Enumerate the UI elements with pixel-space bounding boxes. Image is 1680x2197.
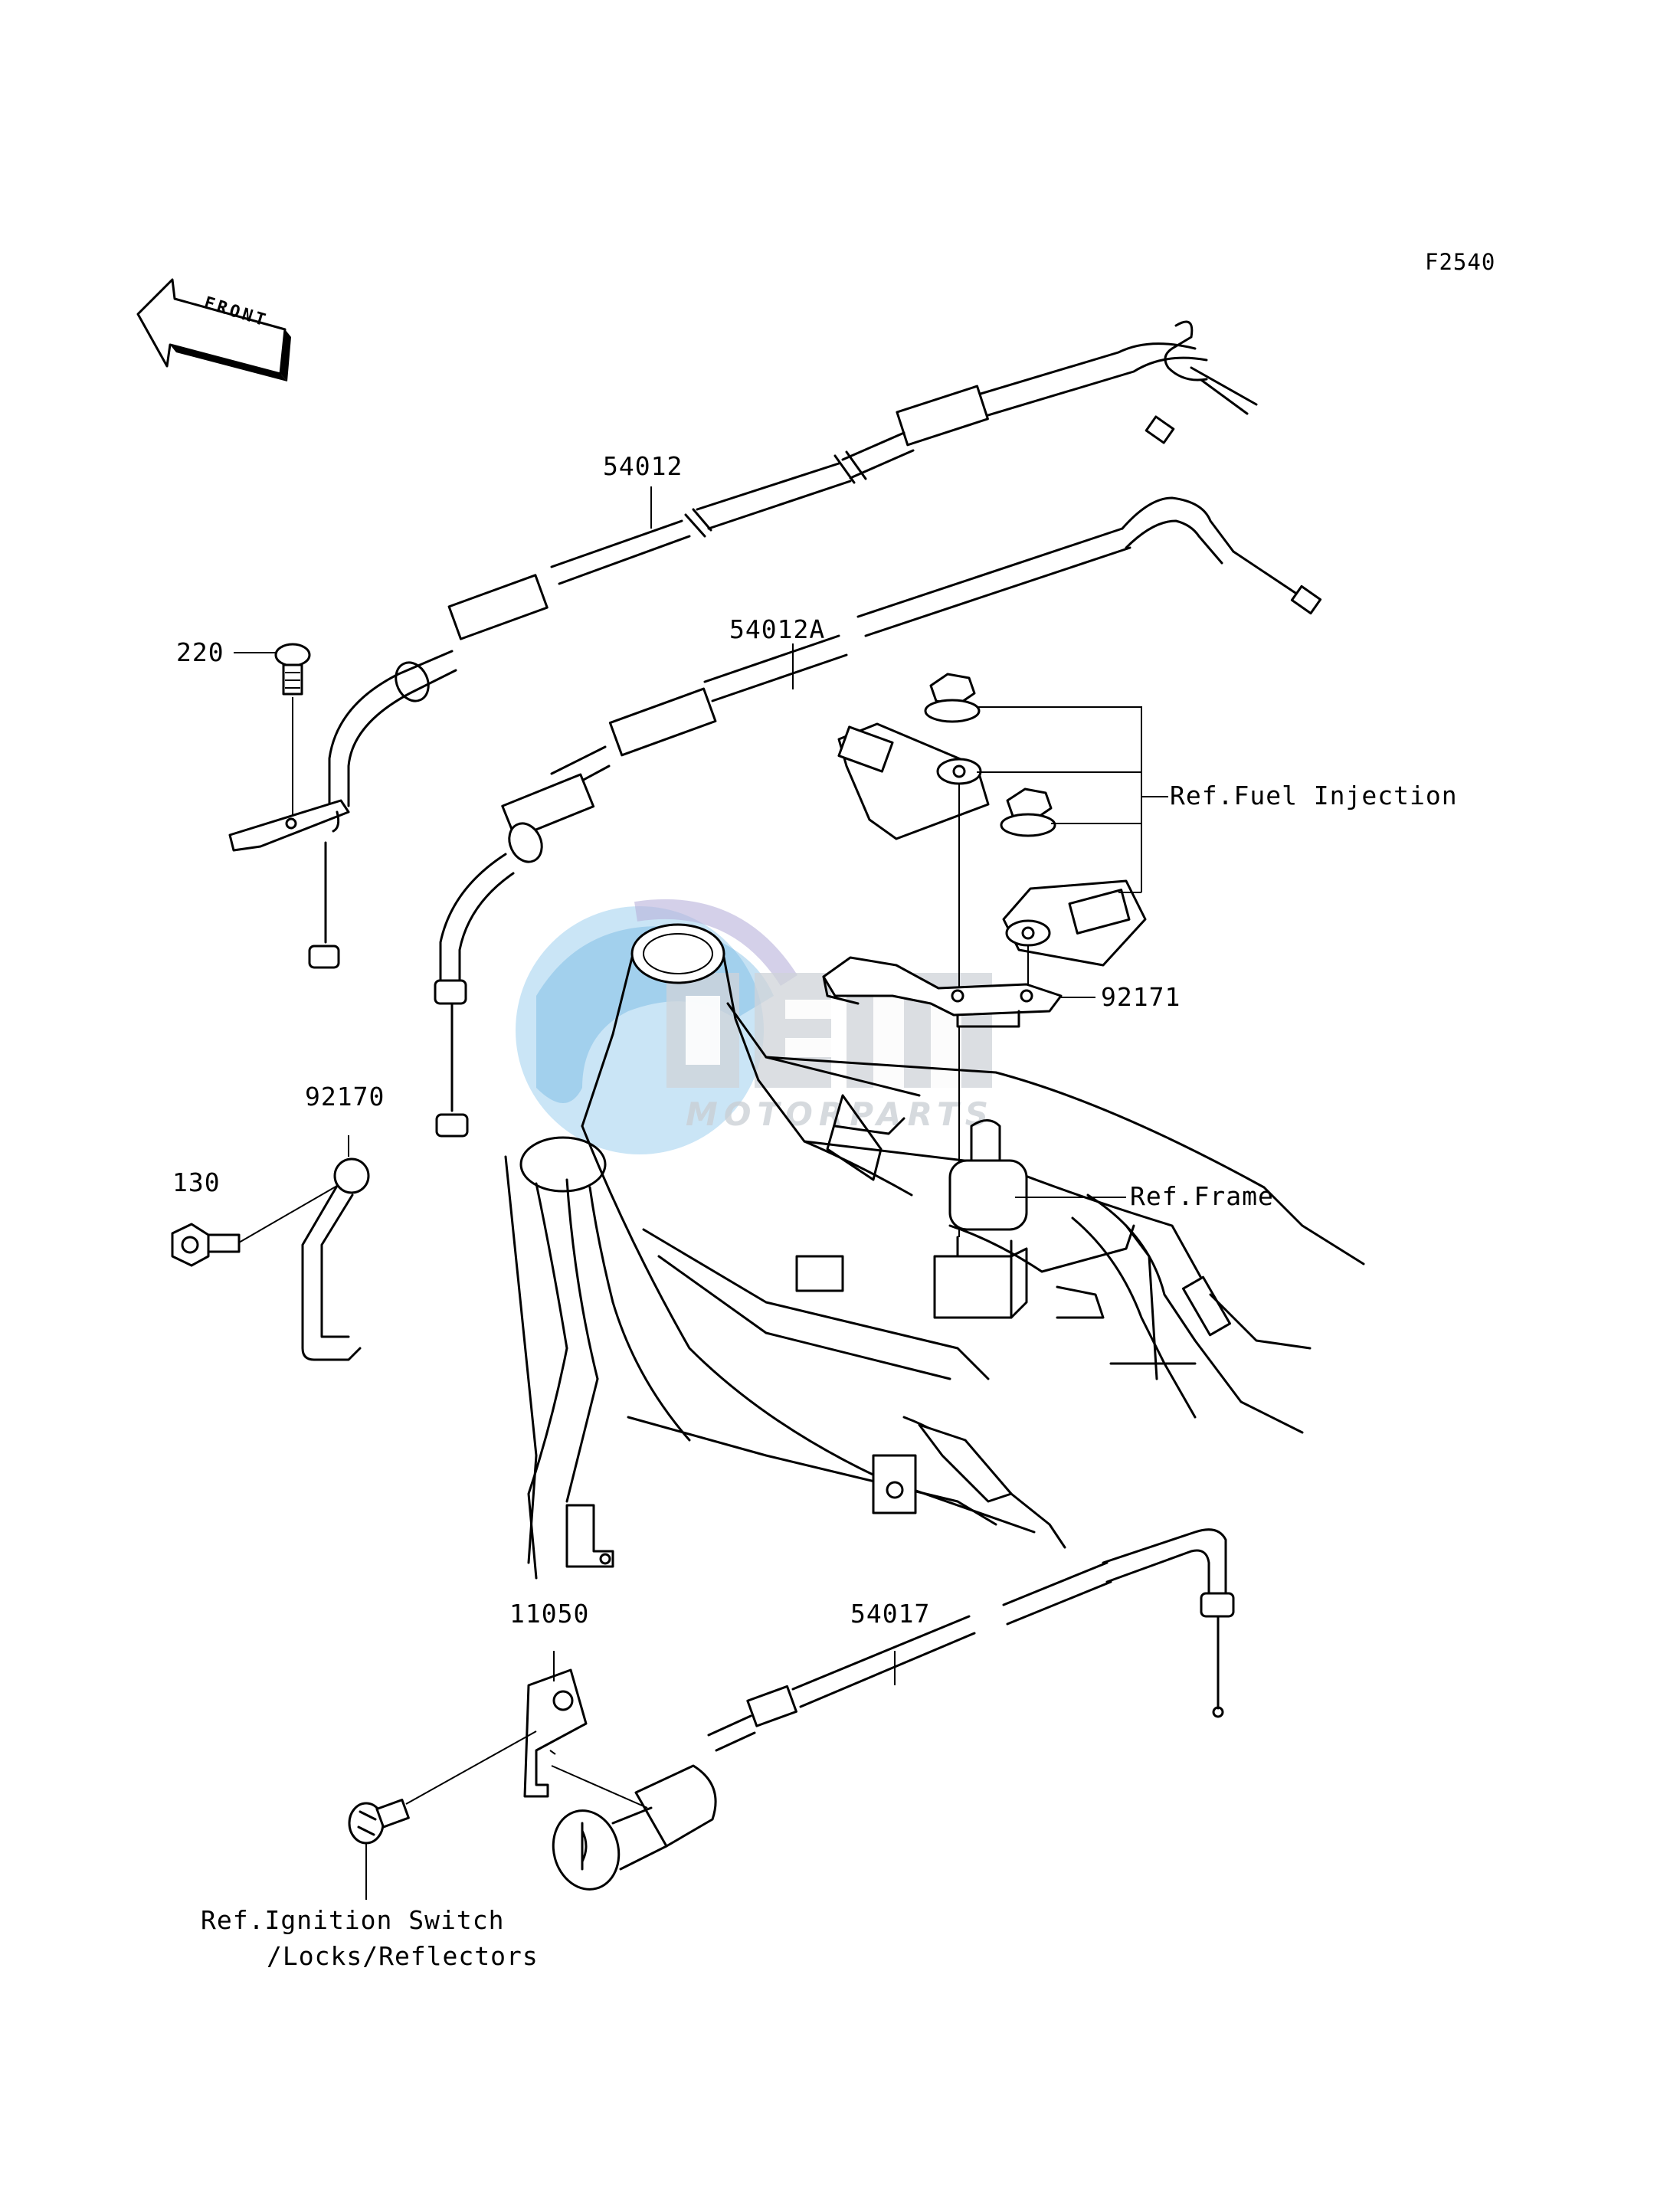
bolt-220 bbox=[274, 643, 311, 816]
part-label-11050: 11050 bbox=[509, 1599, 590, 1629]
choke-cable-54017 bbox=[552, 1528, 1235, 1891]
frame bbox=[504, 923, 1365, 1580]
throttle-cable-54012A bbox=[434, 496, 1322, 1138]
ref-fuel-injection: Ref.Fuel Injection bbox=[1170, 781, 1458, 810]
ref-ignition-line-2: /Locks/Reflectors bbox=[267, 1941, 539, 1971]
front-arrow-icon bbox=[136, 278, 291, 381]
label-leaders bbox=[234, 486, 896, 1685]
fuel-injection-sensor-lower bbox=[1002, 879, 1147, 967]
bracket-11050 bbox=[523, 1668, 648, 1809]
ref-ignition-line-1: Ref.Ignition Switch bbox=[201, 1905, 505, 1935]
fuel-injection-leaders bbox=[958, 706, 1168, 988]
part-label-220: 220 bbox=[176, 637, 224, 667]
part-label-130: 130 bbox=[172, 1167, 221, 1197]
bracket-92170 bbox=[301, 1157, 370, 1361]
part-label-54012A: 54012A bbox=[729, 614, 826, 644]
bracket-92171 bbox=[822, 956, 1095, 1237]
ref-frame: Ref.Frame bbox=[1130, 1181, 1274, 1211]
figure-code: F2540 bbox=[1425, 249, 1496, 275]
fuel-injection-sensor-upper bbox=[837, 722, 990, 840]
throttle-cable-54012 bbox=[228, 320, 1258, 969]
part-label-92171: 92171 bbox=[1101, 982, 1181, 1012]
part-label-54012: 54012 bbox=[603, 451, 683, 481]
flange-nut-upper bbox=[924, 673, 981, 723]
part-label-92170: 92170 bbox=[305, 1082, 385, 1112]
bolt-130 bbox=[171, 1185, 338, 1267]
flange-nut-lower bbox=[1000, 787, 1056, 837]
screw-ref-ignition bbox=[348, 1730, 537, 1900]
part-label-54017: 54017 bbox=[850, 1599, 931, 1629]
